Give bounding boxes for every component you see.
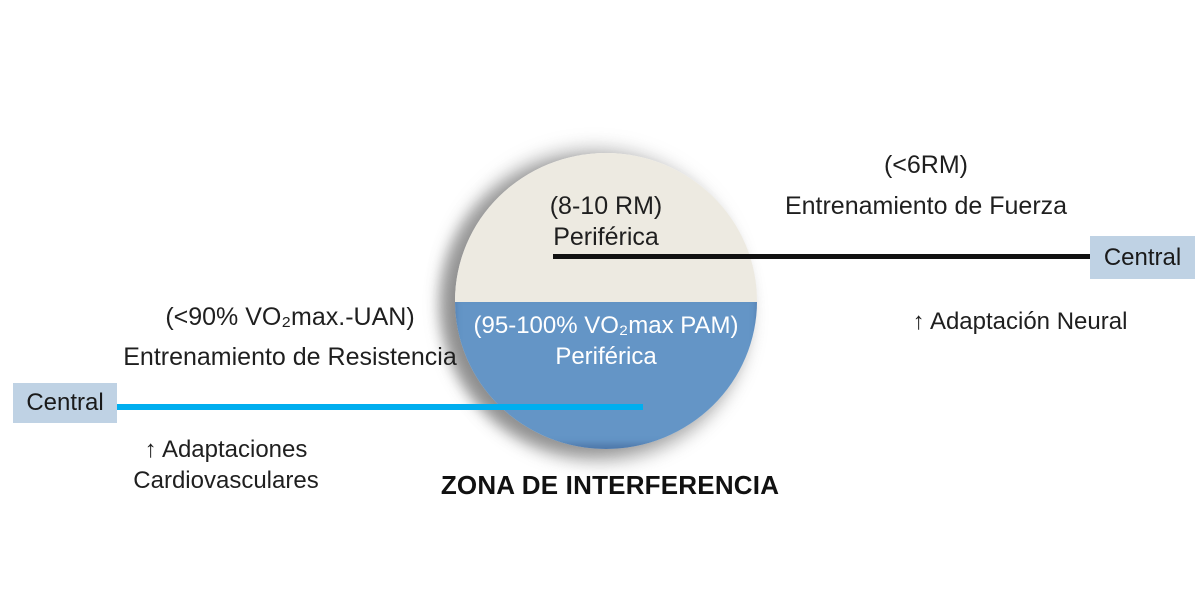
- strength-peripheral-label: Periférica: [553, 223, 659, 251]
- strength-adaptation-label: ↑ Adaptación Neural: [912, 308, 1128, 335]
- circle-top-label-group: (8-10 RM) Periférica: [455, 191, 757, 253]
- strength-intensity-in-circle: (8-10 RM): [549, 192, 663, 220]
- strength-label-group: (<6RM) Entrenamiento de Fuerza: [756, 145, 1096, 227]
- endurance-connector-line: [117, 404, 643, 410]
- endurance-label-group: (<90% VO₂max.-UAN) Entrenamiento de Resi…: [120, 297, 460, 377]
- strength-intensity-label: (<6RM): [883, 151, 969, 179]
- strength-training-label: Entrenamiento de Fuerza: [784, 192, 1068, 220]
- endurance-intensity-label: (<90% VO₂max.-UAN): [165, 303, 415, 331]
- endurance-central-box: Central: [13, 383, 117, 423]
- circle-bottom-label-group: (95-100% VO₂max PAM) Periférica: [448, 310, 764, 372]
- diagram-title: ZONA DE INTERFERENCIA: [440, 470, 780, 500]
- endurance-intensity-in-circle: (95-100% VO₂max PAM): [473, 312, 739, 339]
- endurance-adaptation-line2: Cardiovasculares: [133, 467, 319, 494]
- endurance-adaptation-group: ↑ Adaptaciones Cardiovasculares: [120, 434, 332, 496]
- endurance-adaptation-line1: ↑ Adaptaciones: [144, 436, 308, 463]
- strength-central-label: Central: [1103, 243, 1182, 271]
- strength-central-box: Central: [1090, 236, 1195, 279]
- endurance-training-label: Entrenamiento de Resistencia: [123, 343, 457, 371]
- strength-connector-line: [553, 254, 1090, 259]
- endurance-central-label: Central: [26, 389, 104, 416]
- endurance-peripheral-label: Periférica: [555, 343, 657, 370]
